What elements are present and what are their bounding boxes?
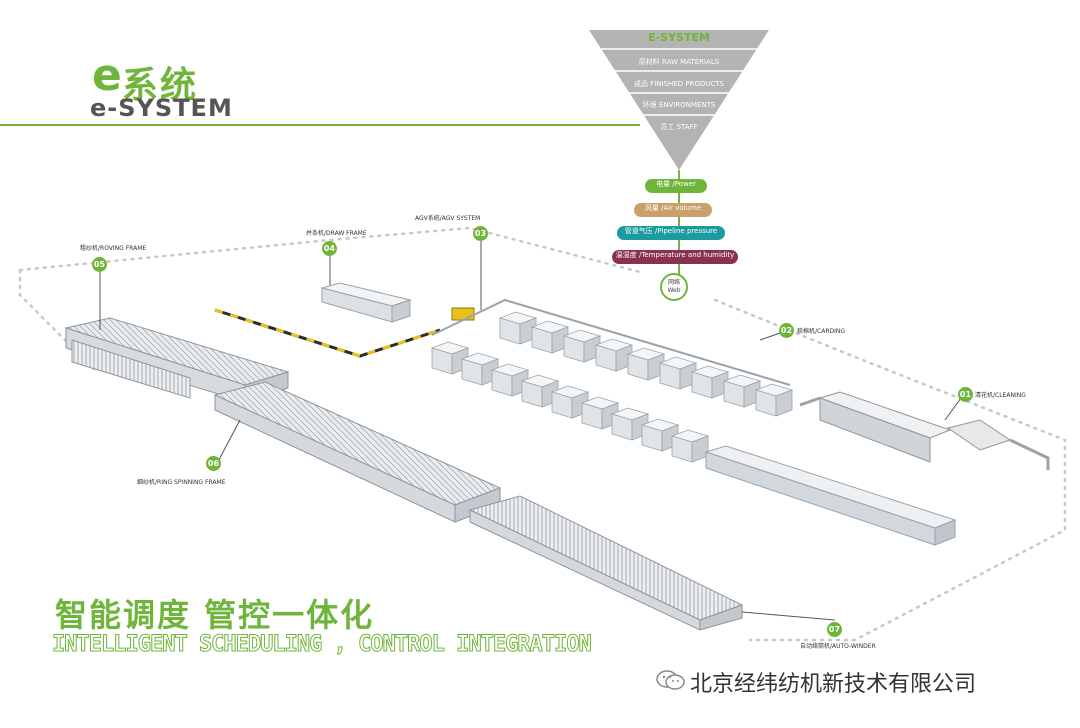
watermark-text: 北京经纬纺机新技术有限公司: [690, 672, 977, 697]
bale-storage: [704, 445, 957, 546]
station-03-badge: 03: [473, 226, 488, 241]
logo-english-title: e-SYSTEM: [90, 94, 233, 122]
web-node-en: Web: [667, 287, 681, 294]
station-05-label: 粗纱机/ROVING FRAME: [80, 245, 147, 252]
station-06-badge: 06: [206, 456, 221, 471]
agv-vehicle: [451, 307, 475, 321]
cleaning-line: [799, 391, 1050, 470]
carding-unit: [775, 389, 793, 417]
roving-frame-machine: [64, 317, 290, 403]
web-node-cn: 网络: [667, 279, 680, 286]
station-02-label: 梳棉机/CARDING: [797, 328, 846, 335]
station-04-badge: 04: [322, 241, 337, 256]
station-05-badge: 05: [92, 257, 107, 272]
station-01-badge: 01: [958, 387, 973, 402]
logo-letter: e: [92, 50, 122, 101]
station-01-label: 清花机/CLEANING: [975, 392, 1026, 399]
funnel-row-raw: 原材料 RAW MATERIALS: [638, 58, 720, 66]
station-07-badge: 07: [827, 622, 842, 637]
funnel-title: E-SYSTEM: [648, 31, 710, 44]
funnel-row-staff: 员工 STAFF: [660, 123, 698, 131]
station-07-label: 自动络筒机/AUTO-WINDER: [800, 643, 876, 650]
pipeline-pressure-pill: 管道气压 /Pipeline pressure: [617, 226, 725, 240]
agv-track: [214, 307, 475, 358]
station-04-label: 并条机/DRAW FRAME: [306, 230, 367, 237]
station-02-badge: 02: [779, 323, 794, 338]
station-03-label: AGV系统/AGV SYSTEM: [415, 215, 481, 222]
slogan-english: INTELLIGENT SCHEDULING , CONTROL INTEGRA…: [52, 632, 593, 658]
ring-spinning-frame-machine: [213, 381, 502, 523]
funnel-row-environments: 环境 ENVIRONMENTS: [642, 101, 716, 109]
title-underline: [0, 124, 640, 126]
air-volume-pill: 风量 /Air volume: [634, 203, 712, 217]
carding-machines: [430, 311, 794, 463]
temperature-humidity-pill: 温湿度 /Temperature and humidity: [612, 250, 738, 264]
slogan-chinese: 智能调度 管控一体化: [55, 596, 375, 634]
power-pill: 电量 /Power: [645, 179, 707, 193]
auto-winder-machine: [468, 495, 744, 631]
draw-frame-machine: [320, 282, 412, 323]
station-06-label: 细纱机/RING SPINNING FRAME: [137, 479, 226, 486]
logo-chinese-title: 系统: [122, 65, 199, 106]
web-node: 网络 Web: [660, 273, 688, 301]
wechat-icon: [656, 670, 685, 690]
funnel-row-finished: 成品 FINISHED PRODUCTS: [633, 80, 725, 88]
